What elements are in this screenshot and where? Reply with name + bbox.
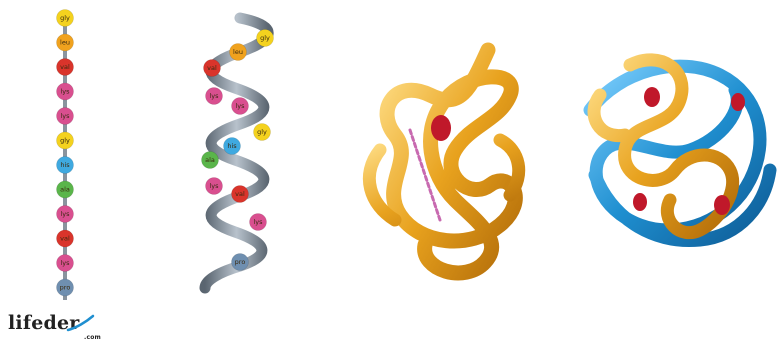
- primary-residue-lys-label: lys: [60, 112, 70, 120]
- secondary-residue-val-label: val: [235, 190, 245, 198]
- primary-residue-gly-label: gly: [60, 14, 70, 22]
- primary-residue-val-label: val: [60, 235, 70, 243]
- secondary-residue-gly-label: gly: [257, 128, 267, 136]
- primary-residue-pro-label: pro: [60, 284, 71, 292]
- primary-residue-lys-label: lys: [60, 259, 70, 267]
- secondary-residue-lys-label: lys: [235, 102, 245, 110]
- tertiary-heme-group: [431, 115, 451, 141]
- primary-residue-leu: leu: [57, 34, 74, 51]
- primary-residue-ala-label: ala: [60, 186, 70, 194]
- secondary-residue-gly-label: gly: [260, 34, 270, 42]
- tertiary-structure: [369, 50, 518, 273]
- primary-residue-pro: pro: [57, 279, 74, 296]
- primary-residue-lys-label: lys: [60, 210, 70, 218]
- logo-suffix: .com: [84, 334, 101, 341]
- secondary-residue-lys: lys: [250, 214, 267, 231]
- primary-residue-gly-label: gly: [60, 137, 70, 145]
- secondary-residue-his-label: his: [227, 142, 237, 150]
- primary-residue-lys-label: lys: [60, 88, 70, 96]
- primary-residue-ala: ala: [57, 181, 74, 198]
- primary-structure: gly leu val lys lys gly his ala lys val lys pro: [57, 10, 74, 301]
- quaternary-structure: [590, 60, 770, 241]
- primary-residue-leu-label: leu: [60, 39, 70, 47]
- secondary-residue-val: val: [204, 60, 221, 77]
- primary-residue-his: his: [57, 157, 74, 174]
- secondary-residue-his: his: [224, 138, 241, 155]
- secondary-residue-leu-label: leu: [233, 48, 243, 56]
- secondary-residue-val-label: val: [207, 64, 217, 72]
- secondary-residue-val: val: [232, 186, 249, 203]
- secondary-residue-gly: gly: [254, 124, 271, 141]
- quaternary-heme-4: [714, 195, 730, 215]
- quaternary-heme-1: [644, 87, 660, 107]
- secondary-residue-pro-label: pro: [235, 258, 246, 266]
- primary-residue-gly: gly: [57, 132, 74, 149]
- secondary-residue-lys-label: lys: [253, 218, 263, 226]
- secondary-structure: gly leu val lys lys gly his ala lys val lys pro: [202, 18, 274, 288]
- primary-residue-gly: gly: [57, 10, 74, 27]
- primary-residue-val-label: val: [60, 63, 70, 71]
- primary-residue-his-label: his: [60, 161, 70, 169]
- secondary-residue-pro: pro: [232, 254, 249, 271]
- secondary-residue-lys: lys: [206, 178, 223, 195]
- quaternary-heme-3: [633, 193, 647, 211]
- quaternary-heme-2: [731, 93, 745, 111]
- secondary-residue-ala: ala: [202, 152, 219, 169]
- primary-residue-val: val: [57, 230, 74, 247]
- primary-residue-lys: lys: [57, 255, 74, 272]
- primary-residue-val: val: [57, 59, 74, 76]
- secondary-residue-lys: lys: [206, 88, 223, 105]
- logo-swoosh-icon: [66, 314, 96, 334]
- secondary-residue-lys-label: lys: [209, 92, 219, 100]
- secondary-residue-lys-label: lys: [209, 182, 219, 190]
- primary-residue-lys: lys: [57, 206, 74, 223]
- primary-residue-lys: lys: [57, 108, 74, 125]
- tertiary-fold-tube: [387, 50, 515, 273]
- secondary-residue-gly: gly: [257, 30, 274, 47]
- secondary-residue-lys: lys: [232, 98, 249, 115]
- primary-residue-lys: lys: [57, 83, 74, 100]
- secondary-residue-leu: leu: [230, 44, 247, 61]
- secondary-residue-ala-label: ala: [205, 156, 215, 164]
